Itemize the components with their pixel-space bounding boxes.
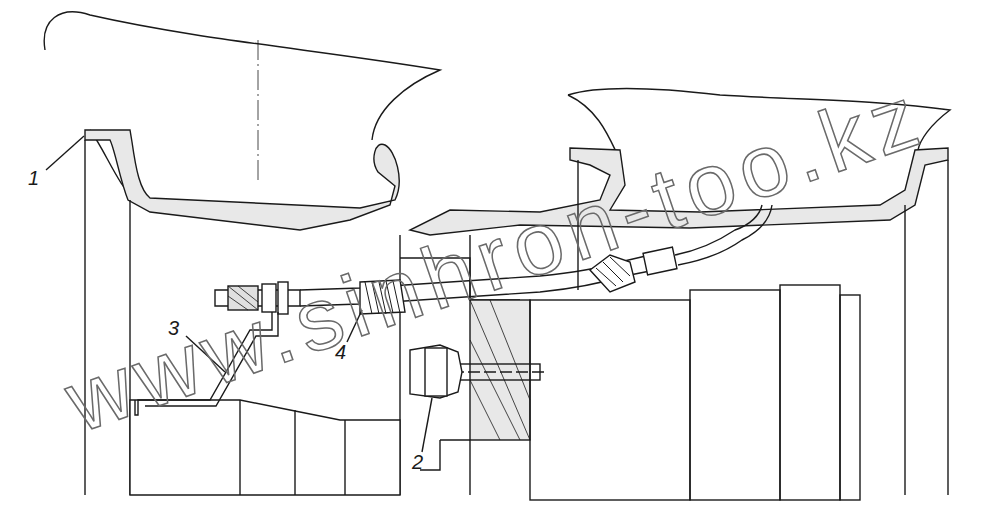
callout-number: 2 <box>412 452 423 472</box>
left-tire <box>44 12 440 140</box>
callout-number: 1 <box>28 168 39 188</box>
left-rim <box>85 130 399 230</box>
hub-flange <box>470 300 530 440</box>
wheel-nut <box>410 345 462 398</box>
hub-drum <box>530 300 690 500</box>
leader-line <box>422 398 432 452</box>
leader-line <box>46 136 84 170</box>
